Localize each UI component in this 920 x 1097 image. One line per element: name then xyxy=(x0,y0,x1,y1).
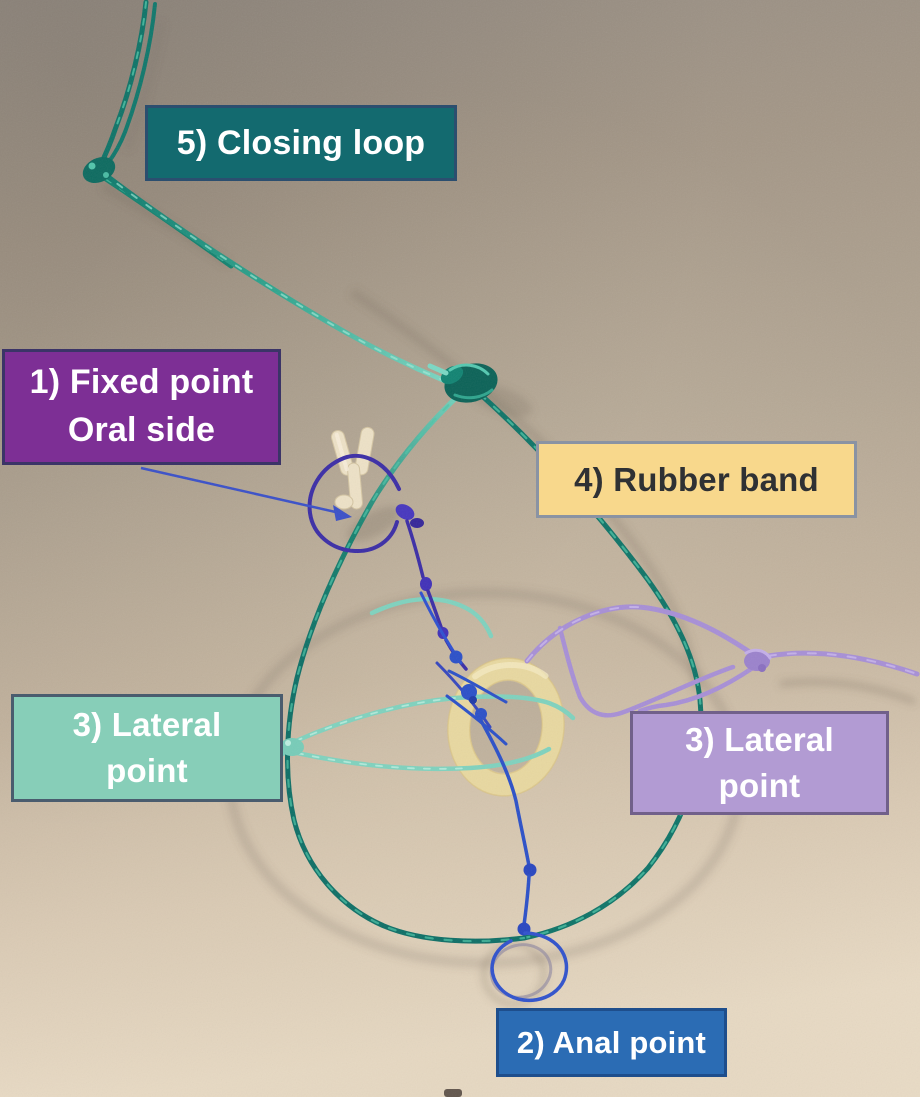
label-lateral-point-left-line1: 3) Lateral xyxy=(72,705,222,743)
label-rubber-band-text: 4) Rubber band xyxy=(574,460,819,498)
label-anal-point-text: 2) Anal point xyxy=(516,1024,707,1060)
label-fixed-point: 1) Fixed point Oral side xyxy=(2,349,281,465)
label-lateral-point-right-line1: 3) Lateral xyxy=(685,720,834,758)
label-fixed-point-line2: Oral side xyxy=(67,411,216,449)
label-lateral-point-left: 3) Lateral point xyxy=(11,694,283,802)
label-anal-point: 2) Anal point xyxy=(496,1008,727,1077)
label-lateral-point-right: 3) Lateral point xyxy=(630,711,889,815)
label-closing-loop-text: 5) Closing loop xyxy=(176,123,426,162)
label-lateral-point-left-line2: point xyxy=(106,752,188,789)
label-closing-loop: 5) Closing loop xyxy=(145,105,457,181)
label-fixed-point-line1: 1) Fixed point xyxy=(29,363,254,402)
label-rubber-band: 4) Rubber band xyxy=(536,441,857,518)
label-lateral-point-right-line2: point xyxy=(718,767,801,804)
